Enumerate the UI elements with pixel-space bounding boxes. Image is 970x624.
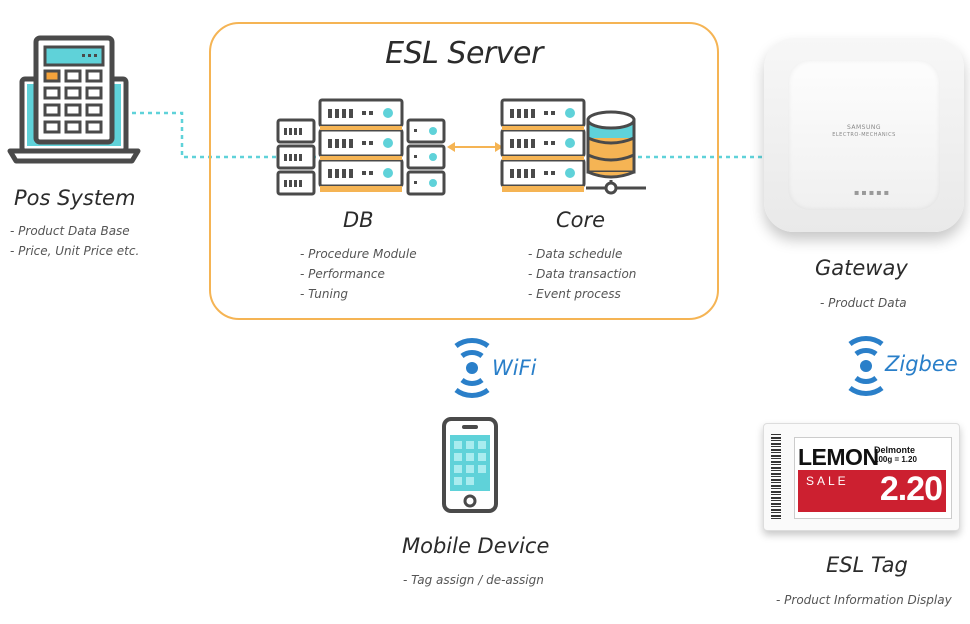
db-note-3: - Tuning bbox=[300, 287, 349, 301]
mobile-note: - Tag assign / de-assign bbox=[403, 573, 544, 587]
pos-title: Pos System bbox=[14, 186, 136, 210]
db-server-icon bbox=[276, 98, 446, 196]
esl-tag-barcode bbox=[771, 434, 781, 520]
esl-tag-price: 2.20 bbox=[879, 470, 943, 508]
gateway-brand-text: SAMSUNG bbox=[846, 124, 882, 131]
pos-note-2: - Price, Unit Price etc. bbox=[10, 244, 140, 258]
pos-laptop-icon bbox=[7, 35, 141, 164]
esl-tag-title: ESL Tag bbox=[826, 553, 908, 577]
esl-tag-note: - Product Information Display bbox=[776, 593, 952, 607]
core-note-3: - Event process bbox=[528, 287, 621, 301]
db-note-2: - Performance bbox=[300, 267, 385, 281]
mobile-phone-icon bbox=[442, 417, 498, 513]
wifi-signal-icon bbox=[454, 338, 490, 398]
gateway-device-image: SAMSUNG ELECTRO-MECHANICS ▪▪▪▪▪ bbox=[764, 38, 964, 232]
db-note-1: - Procedure Module bbox=[300, 247, 417, 261]
gateway-brand-subtext: ELECTRO-MECHANICS bbox=[832, 132, 896, 138]
esl-tag-red-panel: SALE 2.20 bbox=[798, 470, 946, 512]
mobile-title: Mobile Device bbox=[402, 534, 550, 558]
esl-tag-unit: 100g = 1.20 bbox=[874, 455, 917, 464]
core-note-2: - Data transaction bbox=[528, 267, 637, 281]
double-arrow-icon bbox=[447, 142, 503, 152]
gateway-led-dots: ▪▪▪▪▪ bbox=[854, 188, 892, 197]
zigbee-label: Zigbee bbox=[885, 352, 958, 376]
zigbee-signal-icon bbox=[848, 336, 884, 396]
esl-server-box bbox=[209, 22, 719, 320]
esl-tag-brand: Delmonte bbox=[874, 445, 916, 455]
gateway-note: - Product Data bbox=[820, 296, 907, 310]
core-note-1: - Data schedule bbox=[528, 247, 623, 261]
esl-tag-sale: SALE bbox=[806, 474, 849, 488]
esl-tag-product: LEMON bbox=[798, 444, 879, 470]
core-title: Core bbox=[556, 208, 606, 232]
gateway-title: Gateway bbox=[815, 256, 908, 280]
esl-tag-image: LEMON Delmonte 100g = 1.20 SALE 2.20 bbox=[763, 423, 960, 531]
db-title: DB bbox=[343, 208, 374, 232]
esl-server-title: ESL Server bbox=[385, 36, 543, 71]
pos-note-1: - Product Data Base bbox=[10, 224, 130, 238]
wifi-label: WiFi bbox=[492, 356, 537, 380]
core-server-icon bbox=[500, 98, 646, 195]
